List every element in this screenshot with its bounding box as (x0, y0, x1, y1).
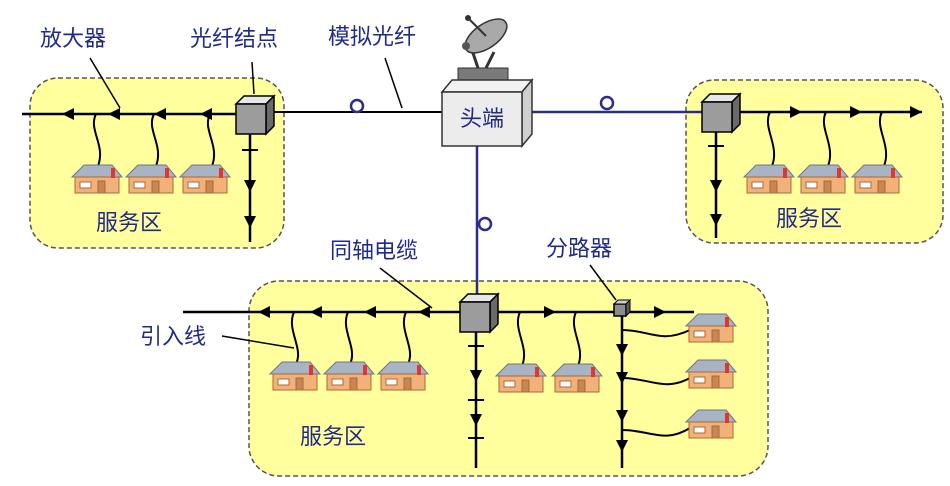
leader-splitter (589, 264, 617, 301)
amplifier-arrow-icon (470, 414, 482, 426)
house-icon (495, 363, 547, 393)
splitter-label: 分路器 (546, 237, 612, 262)
amplifier-arrow-icon (616, 410, 628, 422)
leader-fiber-node (251, 61, 255, 95)
amplifier-arrow-icon (154, 108, 166, 120)
amplifier-arrow-icon (710, 180, 722, 192)
amplifier-arrow-icon (62, 108, 74, 120)
house-icon (685, 409, 737, 439)
leader-analog-fiber (384, 57, 403, 109)
house-icon (797, 164, 849, 194)
amplifier-arrow-icon (418, 306, 430, 318)
amplifier-label: 放大器 (40, 27, 106, 52)
house-icon (685, 313, 737, 343)
amplifier-arrow-icon (364, 306, 376, 318)
service-area-right-label: 服务区 (776, 207, 842, 232)
amplifier-arrow-icon (544, 306, 556, 318)
headend-label: 头端 (460, 107, 504, 132)
analog-fiber-label: 模拟光纤 (328, 25, 416, 50)
house-icon (269, 361, 321, 391)
fiber-ring-icon (477, 216, 493, 232)
leader-coax (379, 267, 433, 309)
amplifier-arrow-icon (910, 106, 922, 118)
amplifier-arrow-icon (470, 370, 482, 382)
amplifier-arrow-icon (616, 440, 628, 452)
fiber-ring-icon (349, 98, 365, 114)
fiber-node-icon (235, 95, 275, 135)
amplifier-arrow-icon (244, 216, 256, 228)
house-icon (323, 361, 375, 391)
amplifier-arrow-icon (310, 306, 322, 318)
service-area-left-label: 服务区 (96, 211, 162, 236)
house-icon (71, 164, 123, 194)
house-icon (551, 363, 603, 393)
fiber-node-icon (459, 293, 499, 333)
house-icon (377, 361, 429, 391)
fiber-ring-icon (599, 95, 615, 111)
house-icon (125, 164, 177, 194)
house-icon (851, 164, 903, 194)
house-icon (743, 164, 795, 194)
amplifier-arrow-icon (616, 344, 628, 356)
amplifier-arrow-icon (850, 106, 862, 118)
coax-cable-label: 同轴电缆 (330, 239, 418, 264)
headend-box (440, 77, 534, 149)
amplifier-arrow-icon (108, 108, 120, 120)
amplifier-arrow-icon (790, 106, 802, 118)
amplifier-arrow-icon (710, 214, 722, 226)
service-area-right (685, 79, 944, 244)
amplifier-arrow-icon (258, 306, 270, 318)
amplifier-arrow-icon (654, 306, 666, 318)
house-icon (179, 164, 231, 194)
fiber-node-icon (701, 93, 741, 133)
house-icon (685, 359, 737, 389)
splitter-icon (612, 298, 632, 318)
fiber-node-label: 光纤结点 (190, 27, 278, 52)
satellite-dish-icon (457, 15, 509, 85)
service-area-bottom-label: 服务区 (300, 425, 366, 450)
leader-drop-line (221, 335, 295, 349)
drop-line-label: 引入线 (140, 325, 206, 350)
leader-amplifier (89, 57, 121, 109)
amplifier-arrow-icon (244, 180, 256, 192)
